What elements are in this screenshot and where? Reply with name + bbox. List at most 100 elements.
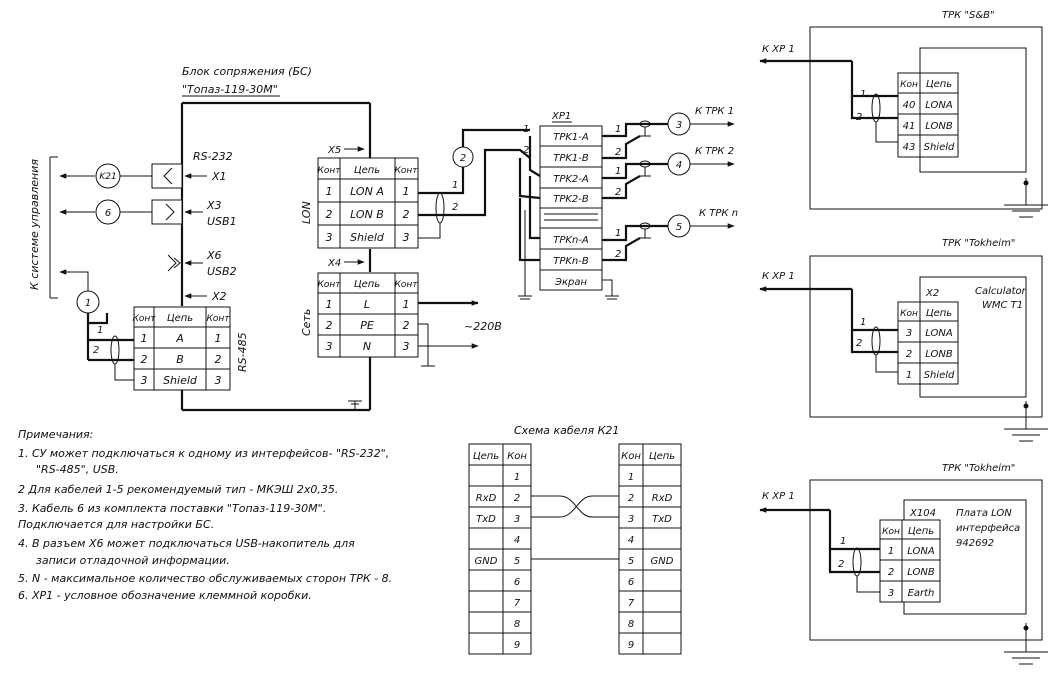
xp1-out-wire-2: 1	[615, 166, 621, 177]
rs485-head-2: Конт	[206, 314, 230, 324]
k21-left-pin-9: 9	[514, 640, 520, 651]
xp1-terminal-block: XP1 TPK1-A TPK1-B TPK2-A TPK2-B TPKn-A T…	[518, 106, 738, 300]
rs485-head-0: Конт	[132, 314, 156, 324]
xp1-out-wire-4: 1	[615, 228, 621, 239]
trk-t1-r1-c0: 2	[906, 349, 912, 360]
x5-label: X5	[327, 145, 341, 156]
trk-t1-r1-c1: LONB	[925, 349, 953, 360]
k21-right-pin-6: 6	[628, 577, 634, 588]
power-connector-table: Конт Цепь Конт 1 L 1 2 PE 2 3 N 3	[317, 272, 419, 358]
k21-left-pin-4: 4	[514, 535, 520, 546]
cable-4-marker: 4	[676, 160, 682, 171]
x3-label: X3	[206, 199, 222, 212]
xp1-in-2: 2	[523, 145, 529, 156]
xp1-out-wire-3: 2	[615, 187, 621, 198]
trk-sb-to-xp: К ХР 1	[762, 44, 795, 55]
cable-6-marker: 6	[105, 208, 111, 219]
notes: Примечания: 1. СУ может подключаться к о…	[18, 428, 392, 602]
bs-model: "Топаз-119-30М"	[182, 83, 278, 96]
power-head-0: Конт	[317, 280, 341, 290]
xp1-row-3: TPK2-B	[553, 194, 589, 205]
xp1-row-0: TPK1-A	[553, 132, 589, 143]
k21-left-pin-3: 3	[514, 514, 520, 525]
ground-symbol	[348, 400, 362, 410]
trk-t1-desc-0: Calculator	[975, 286, 1027, 297]
lon-label: LON	[300, 201, 313, 224]
x4-label: X4	[327, 258, 341, 269]
power-r1-c2: 2	[403, 319, 410, 332]
rs485-r1-c1: B	[176, 353, 184, 366]
k21-left-pin-6: 6	[514, 577, 520, 588]
power-r0-c0: 1	[326, 298, 333, 311]
trk-sb-w2: 2	[856, 112, 862, 123]
trk-t2-r2-c1: Earth	[908, 588, 935, 599]
note-line-4: Подключается для настройки БС.	[18, 518, 214, 531]
xp1-row-6: Экран	[554, 277, 587, 288]
trk-t1-w1: 1	[860, 317, 866, 328]
trk-sb-w1: 1	[860, 89, 866, 100]
rs485-label: RS-485	[236, 332, 249, 372]
trk-t1-w2: 2	[856, 338, 862, 349]
trk-t1-conn: X2	[925, 288, 939, 299]
trk-t2-r1-c0: 2	[888, 567, 894, 578]
power-wiring: ~220В	[418, 300, 502, 367]
rs485-r2-c1: Shield	[163, 374, 198, 387]
k21-title: Схема кабеля К21	[514, 424, 619, 437]
lon-r1-c2: 2	[403, 208, 410, 221]
trk-t1-r2-c1: Shield	[924, 370, 955, 381]
rs485-wire-2: 2	[93, 345, 99, 356]
power-r0-c1: L	[364, 298, 370, 311]
trk-t1-title: ТРК "Tokheim"	[942, 238, 1015, 249]
rs485-r1-c2: 2	[215, 353, 222, 366]
xp1-row-2: TPK2-A	[553, 174, 589, 185]
lon-wire-2: 2	[452, 202, 458, 213]
to-trkn-label: К ТРК n	[699, 208, 738, 219]
usb2-port: X6 USB2	[167, 249, 237, 278]
note-line-8: 6. ХР1 - условное обозначение клеммной к…	[18, 589, 312, 602]
k21-left-pin-1: 1	[514, 472, 520, 483]
k21-left-pin-2: 2	[514, 493, 520, 504]
k21-right-pin-9: 9	[628, 640, 634, 651]
trk-t2-w1: 1	[840, 536, 846, 547]
k21-right-pin-2: 2	[628, 493, 634, 504]
trk-t1-head-1: Цепь	[926, 308, 952, 319]
rs485-connector-table: Конт Цепь Конт 1 A 1 2 B 2 3 Shield 3	[132, 306, 231, 391]
note-line-1: "RS-485", USB.	[36, 463, 119, 476]
xp1-in-1: 1	[523, 124, 529, 135]
cable-5-marker: 5	[676, 222, 682, 233]
trk-t2-r0-c0: 1	[888, 546, 894, 557]
k21-right-pin-7: 7	[628, 598, 635, 609]
x2-label: X2	[211, 290, 227, 303]
trk-sb-r0-c0: 40	[903, 100, 916, 111]
k21-right-sig-2: RxD	[652, 493, 673, 504]
note-line-2: 2 Для кабелей 1-5 рекомендуемый тип - МК…	[18, 483, 338, 496]
note-line-6: записи отладочной информации.	[36, 554, 230, 567]
cable-3-marker: 3	[676, 120, 682, 131]
lon-r2-c0: 3	[326, 231, 333, 244]
trk-t2-conn: X104	[909, 508, 936, 519]
power-r1-c0: 2	[326, 319, 333, 332]
power-x4: X4 Сеть	[300, 258, 365, 336]
trk-t1-desc-1: WMC T1	[982, 300, 1023, 311]
power-r0-c2: 1	[403, 298, 410, 311]
net-label: Сеть	[300, 309, 313, 336]
rs485-r0-c2: 1	[215, 332, 222, 345]
usb1-label: USB1	[207, 215, 237, 228]
trk-t1-r0-c1: LONA	[925, 328, 953, 339]
cable-2-marker: 2	[460, 153, 466, 164]
to-trk1-label: К ТРК 1	[695, 106, 734, 117]
rs485-r0-c0: 1	[141, 332, 148, 345]
xp1-row-5: TPKn-B	[553, 256, 589, 267]
xp1-title: XP1	[551, 111, 571, 122]
lon-r2-c2: 3	[403, 231, 410, 244]
lon-r0-c2: 1	[403, 185, 410, 198]
trk-sb-head-1: Цепь	[926, 79, 952, 90]
lon-connector-table: Конт Цепь Конт 1 LON A 1 2 LON B 2 3 Shi…	[317, 157, 419, 249]
trk-t2-r1-c1: LONB	[907, 567, 935, 578]
trk-t1-to-xp: К ХР 1	[762, 271, 795, 282]
power-r2-c0: 3	[326, 340, 333, 353]
x6-label: X6	[206, 249, 222, 262]
bs-title: Блок сопряжения (БС)	[182, 65, 312, 78]
trk-sb-r2-c1: Shield	[924, 142, 955, 153]
k21-left-sig-5: GND	[475, 556, 498, 567]
